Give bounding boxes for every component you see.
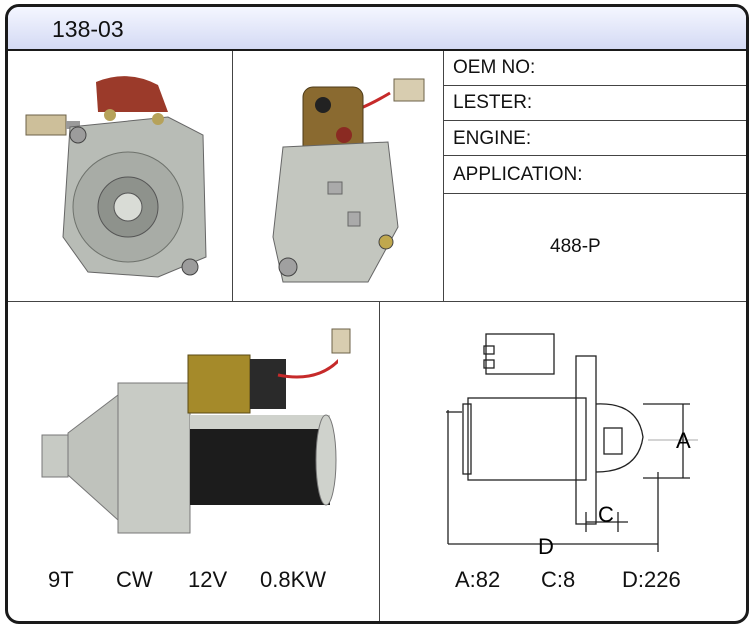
starter-side-photo: [41, 354, 338, 534]
divider: [379, 301, 380, 621]
divider: [232, 51, 233, 301]
dimension-c-value: C:8: [541, 567, 576, 592]
dimension-c-label: C: [598, 502, 614, 527]
oem-label: OEM NO:: [453, 57, 536, 78]
header-bar: 138-03: [8, 7, 746, 51]
divider: [443, 120, 746, 121]
dimension-a-label: A: [676, 428, 691, 453]
divider: [443, 155, 746, 156]
application-value: 488-P: [550, 236, 601, 257]
dimension-a-value: A:82: [455, 567, 501, 592]
power-spec: 0.8KW: [260, 567, 327, 592]
rotation-spec: CW: [116, 567, 153, 592]
application-label: APPLICATION:: [453, 164, 583, 185]
engine-label: ENGINE:: [453, 128, 532, 149]
divider: [443, 85, 746, 86]
starter-rear-photo: [272, 78, 425, 283]
dimension-d-label: D: [538, 534, 554, 559]
starter-front-photo: [25, 76, 207, 278]
dimension-d-value: D:226: [622, 567, 681, 592]
teeth-spec: 9T: [48, 567, 74, 592]
lester-label: LESTER:: [453, 92, 533, 113]
divider: [443, 193, 746, 194]
dimension-drawing: A C D: [446, 333, 698, 559]
voltage-spec: 12V: [188, 567, 228, 592]
divider: [8, 301, 746, 302]
divider: [443, 51, 444, 301]
product-card: 138-03 OEM NO: LESTER: ENGINE: A: [5, 4, 749, 624]
part-number-title: 138-03: [52, 16, 124, 42]
connector-plug: [331, 328, 351, 354]
